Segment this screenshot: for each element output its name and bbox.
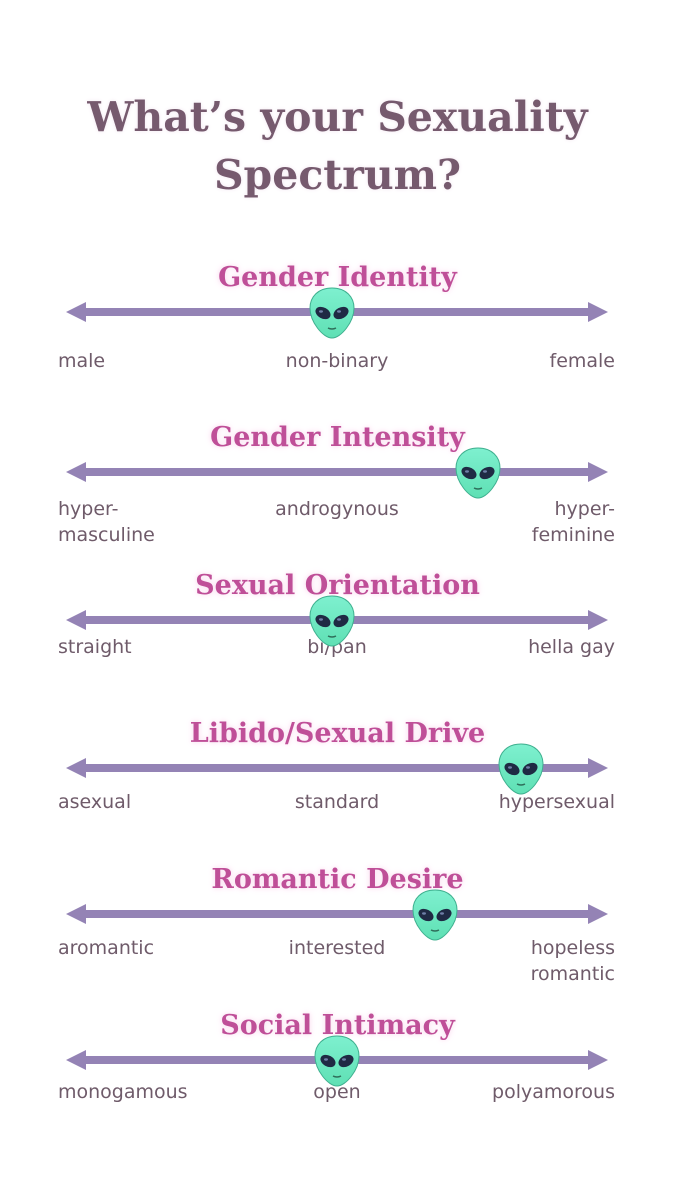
- arrow-head-right: [588, 462, 608, 482]
- scale-middle-label: non-binary: [285, 350, 389, 372]
- alien-icon: [412, 889, 458, 941]
- alien-face: [314, 1035, 360, 1087]
- scale-left-label: hyper- masculine: [58, 498, 155, 546]
- alien-icon: [309, 595, 355, 647]
- scale-title: Romantic Desire: [211, 864, 464, 895]
- scale-middle-label: interested: [288, 937, 386, 959]
- scale-left-label: straight: [58, 636, 132, 658]
- scale-left-label: asexual: [58, 791, 132, 813]
- page-title: What’s your Sexuality Spectrum?: [0, 88, 675, 204]
- scale-right-label: hella gay: [528, 636, 615, 658]
- scale-left-label: monogamous: [58, 1081, 188, 1103]
- title-line-1: What’s your Sexuality: [87, 93, 588, 141]
- arrow-head-right: [588, 302, 608, 322]
- scale-middle-label: androgynous: [275, 498, 399, 520]
- scale-title: Libido/Sexual Drive: [189, 718, 486, 749]
- arrow-head-left: [66, 302, 86, 322]
- scale-left-label: male: [58, 350, 106, 372]
- arrow-track: [66, 462, 608, 482]
- alien-face: [412, 889, 458, 941]
- arrow-shaft: [80, 764, 594, 772]
- arrow-head-right: [588, 904, 608, 924]
- title-line-2: Spectrum?: [213, 151, 462, 199]
- double-arrow-icon: [66, 462, 608, 482]
- arrow-head-left: [66, 904, 86, 924]
- alien-icon: [309, 287, 355, 339]
- alien-icon: [498, 743, 544, 795]
- arrow-shaft: [80, 468, 594, 476]
- arrow-head-left: [66, 1050, 86, 1070]
- scale-right-label: female: [549, 350, 616, 372]
- double-arrow-icon: [66, 758, 608, 778]
- alien-face: [498, 743, 544, 795]
- arrow-head-right: [588, 610, 608, 630]
- alien-icon: [455, 447, 501, 499]
- scale-title: Gender Intensity: [210, 422, 465, 453]
- arrow-head-right: [588, 1050, 608, 1070]
- double-arrow-icon: [66, 904, 608, 924]
- scale-title: Gender Identity: [218, 262, 457, 293]
- scale-right-label: hypersexual: [498, 791, 615, 813]
- scale-middle-label: open: [313, 1081, 361, 1103]
- scale-right-label: hopeless romantic: [530, 937, 615, 985]
- scale-right-label: polyamorous: [492, 1081, 615, 1103]
- scale-left-label: aromantic: [58, 937, 155, 959]
- arrow-head-left: [66, 462, 86, 482]
- arrow-track: [66, 758, 608, 778]
- arrow-head-right: [588, 758, 608, 778]
- alien-face: [309, 287, 355, 339]
- arrow-shaft: [80, 910, 594, 918]
- arrow-head-left: [66, 610, 86, 630]
- alien-face: [455, 447, 501, 499]
- scale-right-label: hyper- feminine: [531, 498, 615, 546]
- arrow-head-left: [66, 758, 86, 778]
- scale-middle-label: standard: [294, 791, 380, 813]
- scale-title: Sexual Orientation: [195, 570, 480, 601]
- arrow-track: [66, 904, 608, 924]
- alien-icon: [314, 1035, 360, 1087]
- alien-face: [309, 595, 355, 647]
